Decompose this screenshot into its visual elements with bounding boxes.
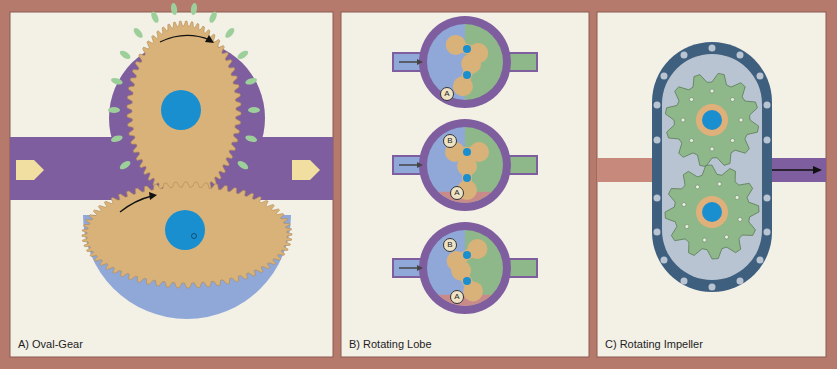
housing-bolt (654, 102, 661, 109)
fluid-droplet (236, 159, 249, 171)
housing-bolt (764, 102, 771, 109)
fluid-droplet (150, 11, 160, 24)
chamber-marker: B (443, 134, 457, 148)
panel-ground (10, 12, 333, 357)
chamber-marker: B (443, 238, 457, 252)
lobe-pump (393, 222, 537, 314)
lobe-pump (393, 119, 537, 211)
housing-bolt (764, 137, 771, 144)
fluid-droplet (236, 49, 249, 61)
chamber-letter: B (447, 241, 452, 249)
panel-caption: B) Rotating Lobe (349, 338, 432, 351)
meter-panel: B) Rotating Lobe A B A B A (341, 12, 589, 357)
chamber-letter: A (444, 90, 449, 98)
oval-gear (82, 182, 292, 288)
fluid-droplet (224, 26, 236, 39)
fluid-droplet (110, 77, 123, 86)
panel-caption: C) Rotating Impeller (605, 338, 703, 351)
panel-ground (597, 12, 826, 357)
chamber-marker: A (450, 186, 464, 200)
chamber-letter: B (447, 137, 452, 145)
housing-bolt (709, 45, 716, 52)
housing-bolt (709, 284, 716, 291)
housing-bolt (757, 257, 764, 264)
fluid-droplet (190, 3, 198, 16)
impeller (665, 73, 758, 166)
meter-panel: A) Oval-Gear (10, 12, 333, 357)
housing-bolt (661, 257, 668, 264)
gear-hub (161, 90, 201, 130)
housing-bolt (681, 52, 688, 59)
housing-bolt (654, 137, 661, 144)
housing-bolt (654, 195, 661, 202)
fluid-droplet (108, 107, 120, 113)
housing-bolt (654, 229, 661, 236)
oval-gear-meter (10, 3, 333, 319)
flow-arrow (292, 160, 320, 180)
hub-pin (192, 234, 197, 239)
housing-bolt (737, 52, 744, 59)
fluid-droplet (132, 26, 144, 39)
flow-arrow (16, 160, 44, 180)
housing-bolt (737, 278, 744, 285)
housing-bolt (661, 73, 668, 80)
fluid-droplet (248, 107, 260, 113)
meter-panel: C) Rotating Impeller (597, 12, 826, 357)
housing-bolt (764, 195, 771, 202)
panel-ground (341, 12, 589, 357)
chamber-letter: A (454, 293, 459, 301)
housing-bolt (757, 73, 764, 80)
fluid-droplet (245, 77, 258, 86)
fluid-droplet (118, 49, 131, 61)
rotating-lobe-meter (393, 16, 537, 314)
impeller (665, 165, 759, 259)
rotating-impeller-meter (597, 42, 826, 292)
panel-caption: A) Oval-Gear (18, 338, 83, 351)
fluid-droplet (245, 134, 258, 143)
fluid-droplet (110, 134, 123, 143)
fluid-droplet (208, 11, 218, 24)
gear-hub (165, 210, 205, 250)
chamber-marker: A (440, 87, 454, 101)
housing-bolt (681, 278, 688, 285)
chamber-marker: A (450, 290, 464, 304)
lobe-pump (393, 16, 537, 108)
fluid-droplet (118, 159, 131, 171)
housing-bolt (764, 229, 771, 236)
chamber-letter: A (454, 189, 459, 197)
fluid-droplet (170, 3, 178, 16)
oval-gear (127, 21, 241, 199)
